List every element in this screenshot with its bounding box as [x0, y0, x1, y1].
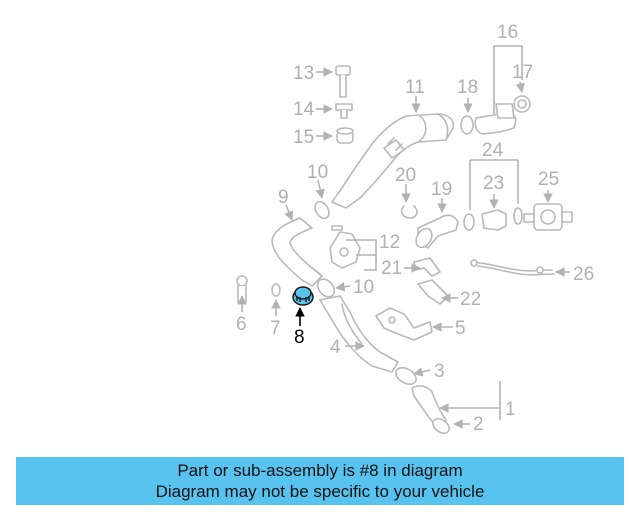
part-18-clamp: [460, 115, 474, 135]
part-24-clamp-left: [463, 213, 475, 231]
callout-14[interactable]: 14: [293, 99, 315, 120]
callout-5[interactable]: 5: [455, 318, 466, 339]
part-25-valve: [523, 203, 573, 231]
callout-17[interactable]: 17: [512, 62, 533, 83]
parts-diagram: 1 2 3 4 5 6 7 8 9 10 10 11 12 13 14 15 1…: [236, 22, 594, 435]
callout-19[interactable]: 19: [431, 179, 452, 200]
part-20-clip: [400, 205, 418, 219]
callout-23[interactable]: 23: [483, 173, 504, 194]
callout-2[interactable]: 2: [473, 414, 484, 435]
part-12-bracket: [329, 225, 361, 269]
part-14-screw: [335, 103, 353, 119]
part-4-pipe: [319, 295, 399, 373]
part-13-bolt: [335, 65, 351, 98]
callout-labels: 1 2 3 4 5 6 7 8 9 10 10 11 12 13 14 15 1…: [236, 22, 594, 435]
part-7-washer: [271, 283, 281, 297]
part-16-pipe: [474, 103, 517, 135]
callout-20[interactable]: 20: [395, 165, 416, 186]
callout-16[interactable]: 16: [497, 22, 518, 43]
callout-24[interactable]: 24: [482, 140, 504, 161]
caption-line-part-number: Part or sub-assembly is #8 in diagram: [177, 461, 463, 480]
part-21-bracket: [413, 257, 441, 277]
part-26-cable: [470, 259, 555, 276]
part-23-connector: [481, 209, 507, 231]
callout-1[interactable]: 1: [505, 399, 516, 420]
callout-8[interactable]: 8: [294, 327, 305, 348]
part-2-clamp: [432, 418, 450, 434]
part-17-ring: [513, 95, 531, 113]
caption-banner: Part or sub-assembly is #8 in diagram Di…: [16, 457, 624, 505]
part-10-clamp-upper: [314, 200, 330, 220]
part-15-nut: [336, 127, 354, 144]
callout-10-lower[interactable]: 10: [353, 277, 374, 298]
callout-22[interactable]: 22: [460, 289, 481, 310]
callout-3[interactable]: 3: [434, 361, 445, 382]
callout-21[interactable]: 21: [381, 258, 402, 279]
callout-13[interactable]: 13: [293, 63, 314, 84]
part-5-bracket: [375, 307, 433, 341]
callout-11[interactable]: 11: [405, 77, 425, 98]
callout-10-upper[interactable]: 10: [307, 162, 328, 183]
part-24-clamp-right: [513, 207, 523, 225]
caption-line-disclaimer: Diagram may not be specific to your vehi…: [155, 482, 485, 501]
leader-lines: [237, 45, 570, 429]
callout-6[interactable]: 6: [236, 314, 247, 335]
part-11-intake-hose: [331, 113, 454, 209]
part-19-hose: [415, 214, 459, 249]
callout-12[interactable]: 12: [379, 232, 400, 253]
part-8-bushing: [292, 286, 314, 306]
callout-18[interactable]: 18: [457, 77, 478, 98]
callout-15[interactable]: 15: [293, 127, 314, 148]
part-3-clamp: [395, 367, 417, 385]
callout-7[interactable]: 7: [270, 318, 281, 339]
callout-26[interactable]: 26: [573, 264, 594, 285]
callout-4[interactable]: 4: [330, 337, 341, 358]
part-22-bracket: [417, 279, 449, 305]
part-9-pipe: [271, 217, 323, 287]
callout-25[interactable]: 25: [538, 169, 559, 190]
part-10-clamp-lower: [316, 278, 336, 298]
callout-9[interactable]: 9: [278, 187, 289, 208]
